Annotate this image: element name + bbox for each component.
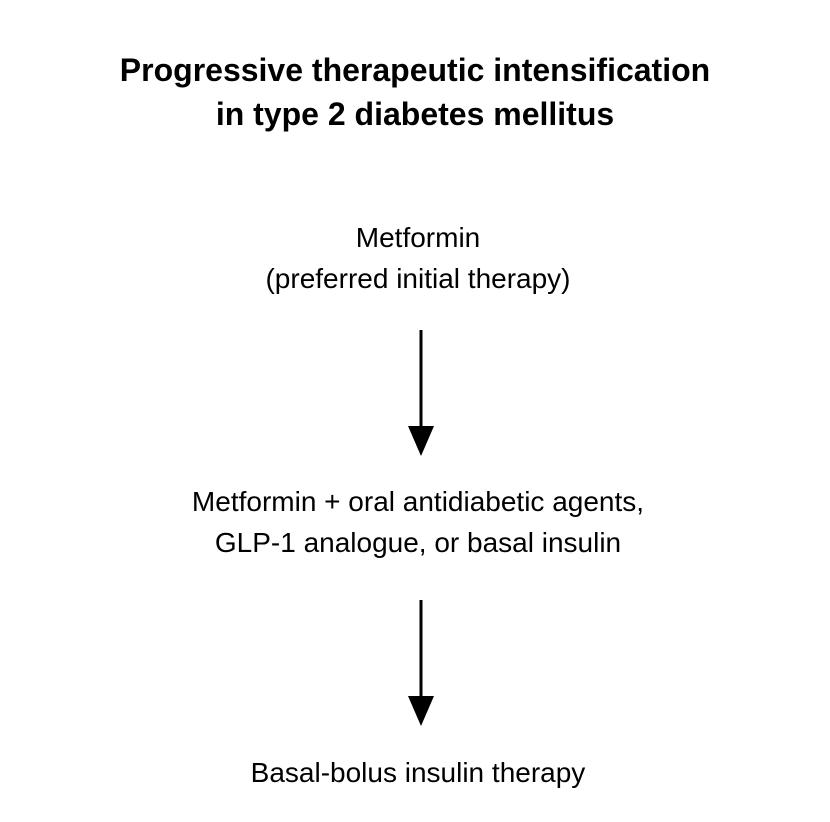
title-line-2: in type 2 diabetes mellitus <box>215 96 615 132</box>
step-3-line-1: Basal-bolus insulin therapy <box>250 757 586 788</box>
title-line-1: Progressive therapeutic intensification <box>119 52 711 88</box>
down-arrow-icon <box>408 600 434 726</box>
step-combination-therapy: Metformin + oral antidiabetic agents, GL… <box>0 481 830 563</box>
step-2-line-1: Metformin + oral antidiabetic agents, <box>191 486 645 517</box>
step-1-line-1: Metformin <box>355 222 481 253</box>
step-metformin: Metformin (preferred initial therapy) <box>0 217 830 299</box>
diagram-title: Progressive therapeutic intensification … <box>0 48 830 136</box>
step-2-line-2: GLP-1 analogue, or basal insulin <box>214 527 622 558</box>
step-1-line-2: (preferred initial therapy) <box>265 263 571 294</box>
step-basal-bolus-insulin: Basal-bolus insulin therapy <box>0 752 830 793</box>
down-arrow-icon <box>408 330 434 456</box>
